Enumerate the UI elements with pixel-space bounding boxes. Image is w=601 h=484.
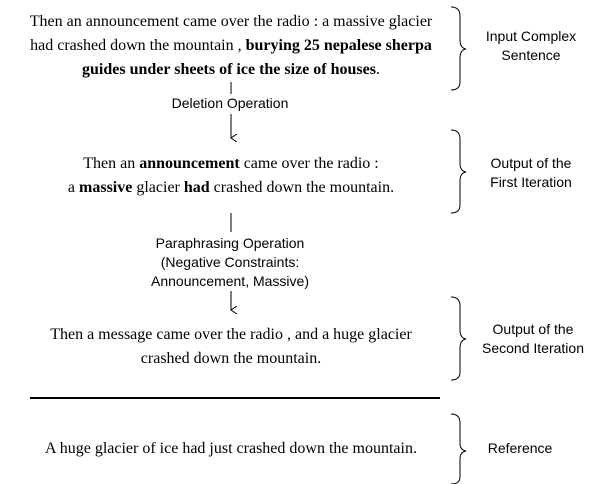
input-line-1: Then an announcement came over the radio… [29, 13, 433, 30]
label-line: Output of the [492, 321, 574, 337]
label-line: (Negative Constraints: [160, 254, 300, 270]
label-line: Second Iteration [482, 340, 584, 356]
text: came over the radio : [239, 155, 379, 172]
text: glacier [132, 179, 184, 196]
input-text: had crashed down the mountain , [30, 37, 246, 54]
text: crashed down the mountain. [209, 179, 395, 196]
brace-first-iteration [450, 129, 467, 214]
brace-reference [450, 413, 467, 484]
input-sentence: Then an announcement came over the radio… [0, 10, 462, 82]
reference-sentence: A huge glacier of ice had just crashed d… [45, 440, 417, 457]
first-iteration-label: Output of the First Iteration [466, 154, 596, 192]
label-line: Paraphrasing Operation [155, 235, 305, 251]
first-line-1: Then an announcement came over the radio… [0, 152, 462, 176]
label-line: First Iteration [490, 174, 572, 190]
bold-word: had [183, 179, 210, 196]
reference-label: Reference [487, 440, 553, 456]
label-line: Sentence [501, 47, 561, 63]
second-iteration-label: Output of the Second Iteration [466, 320, 600, 358]
second-line-1: Then a message came over the radio , and… [50, 326, 412, 343]
second-iteration-output: Then a message came over the radio , and… [0, 323, 462, 371]
text: a [67, 179, 80, 196]
second-line-2: crashed down the mountain. [140, 350, 322, 367]
input-line-3: guides under sheets of ice the size of h… [0, 58, 462, 82]
deletion-operation-label: Deletion Operation [171, 95, 289, 111]
bold-word: massive [79, 179, 133, 196]
label-line: Announcement, Massive) [151, 273, 309, 289]
input-label: Input Complex Sentence [466, 27, 596, 65]
paraphrasing-operation-label: Paraphrasing Operation (Negative Constra… [110, 234, 350, 291]
input-text: . [375, 61, 380, 78]
input-bold-text: burying 25 nepalese sherpa [245, 37, 432, 54]
bold-word: announcement [139, 155, 240, 172]
brace-second-iteration [450, 296, 467, 381]
input-bold-text: guides under sheets of ice the size of h… [82, 61, 376, 78]
label-line: Input Complex [485, 28, 577, 44]
input-line-2: had crashed down the mountain , burying … [0, 34, 462, 58]
label-line: Output of the [490, 155, 572, 171]
text: Then an [83, 155, 140, 172]
first-iteration-output: Then an announcement came over the radio… [0, 152, 462, 200]
brace-input [450, 6, 467, 91]
first-line-2: a massive glacier had crashed down the m… [0, 176, 462, 200]
